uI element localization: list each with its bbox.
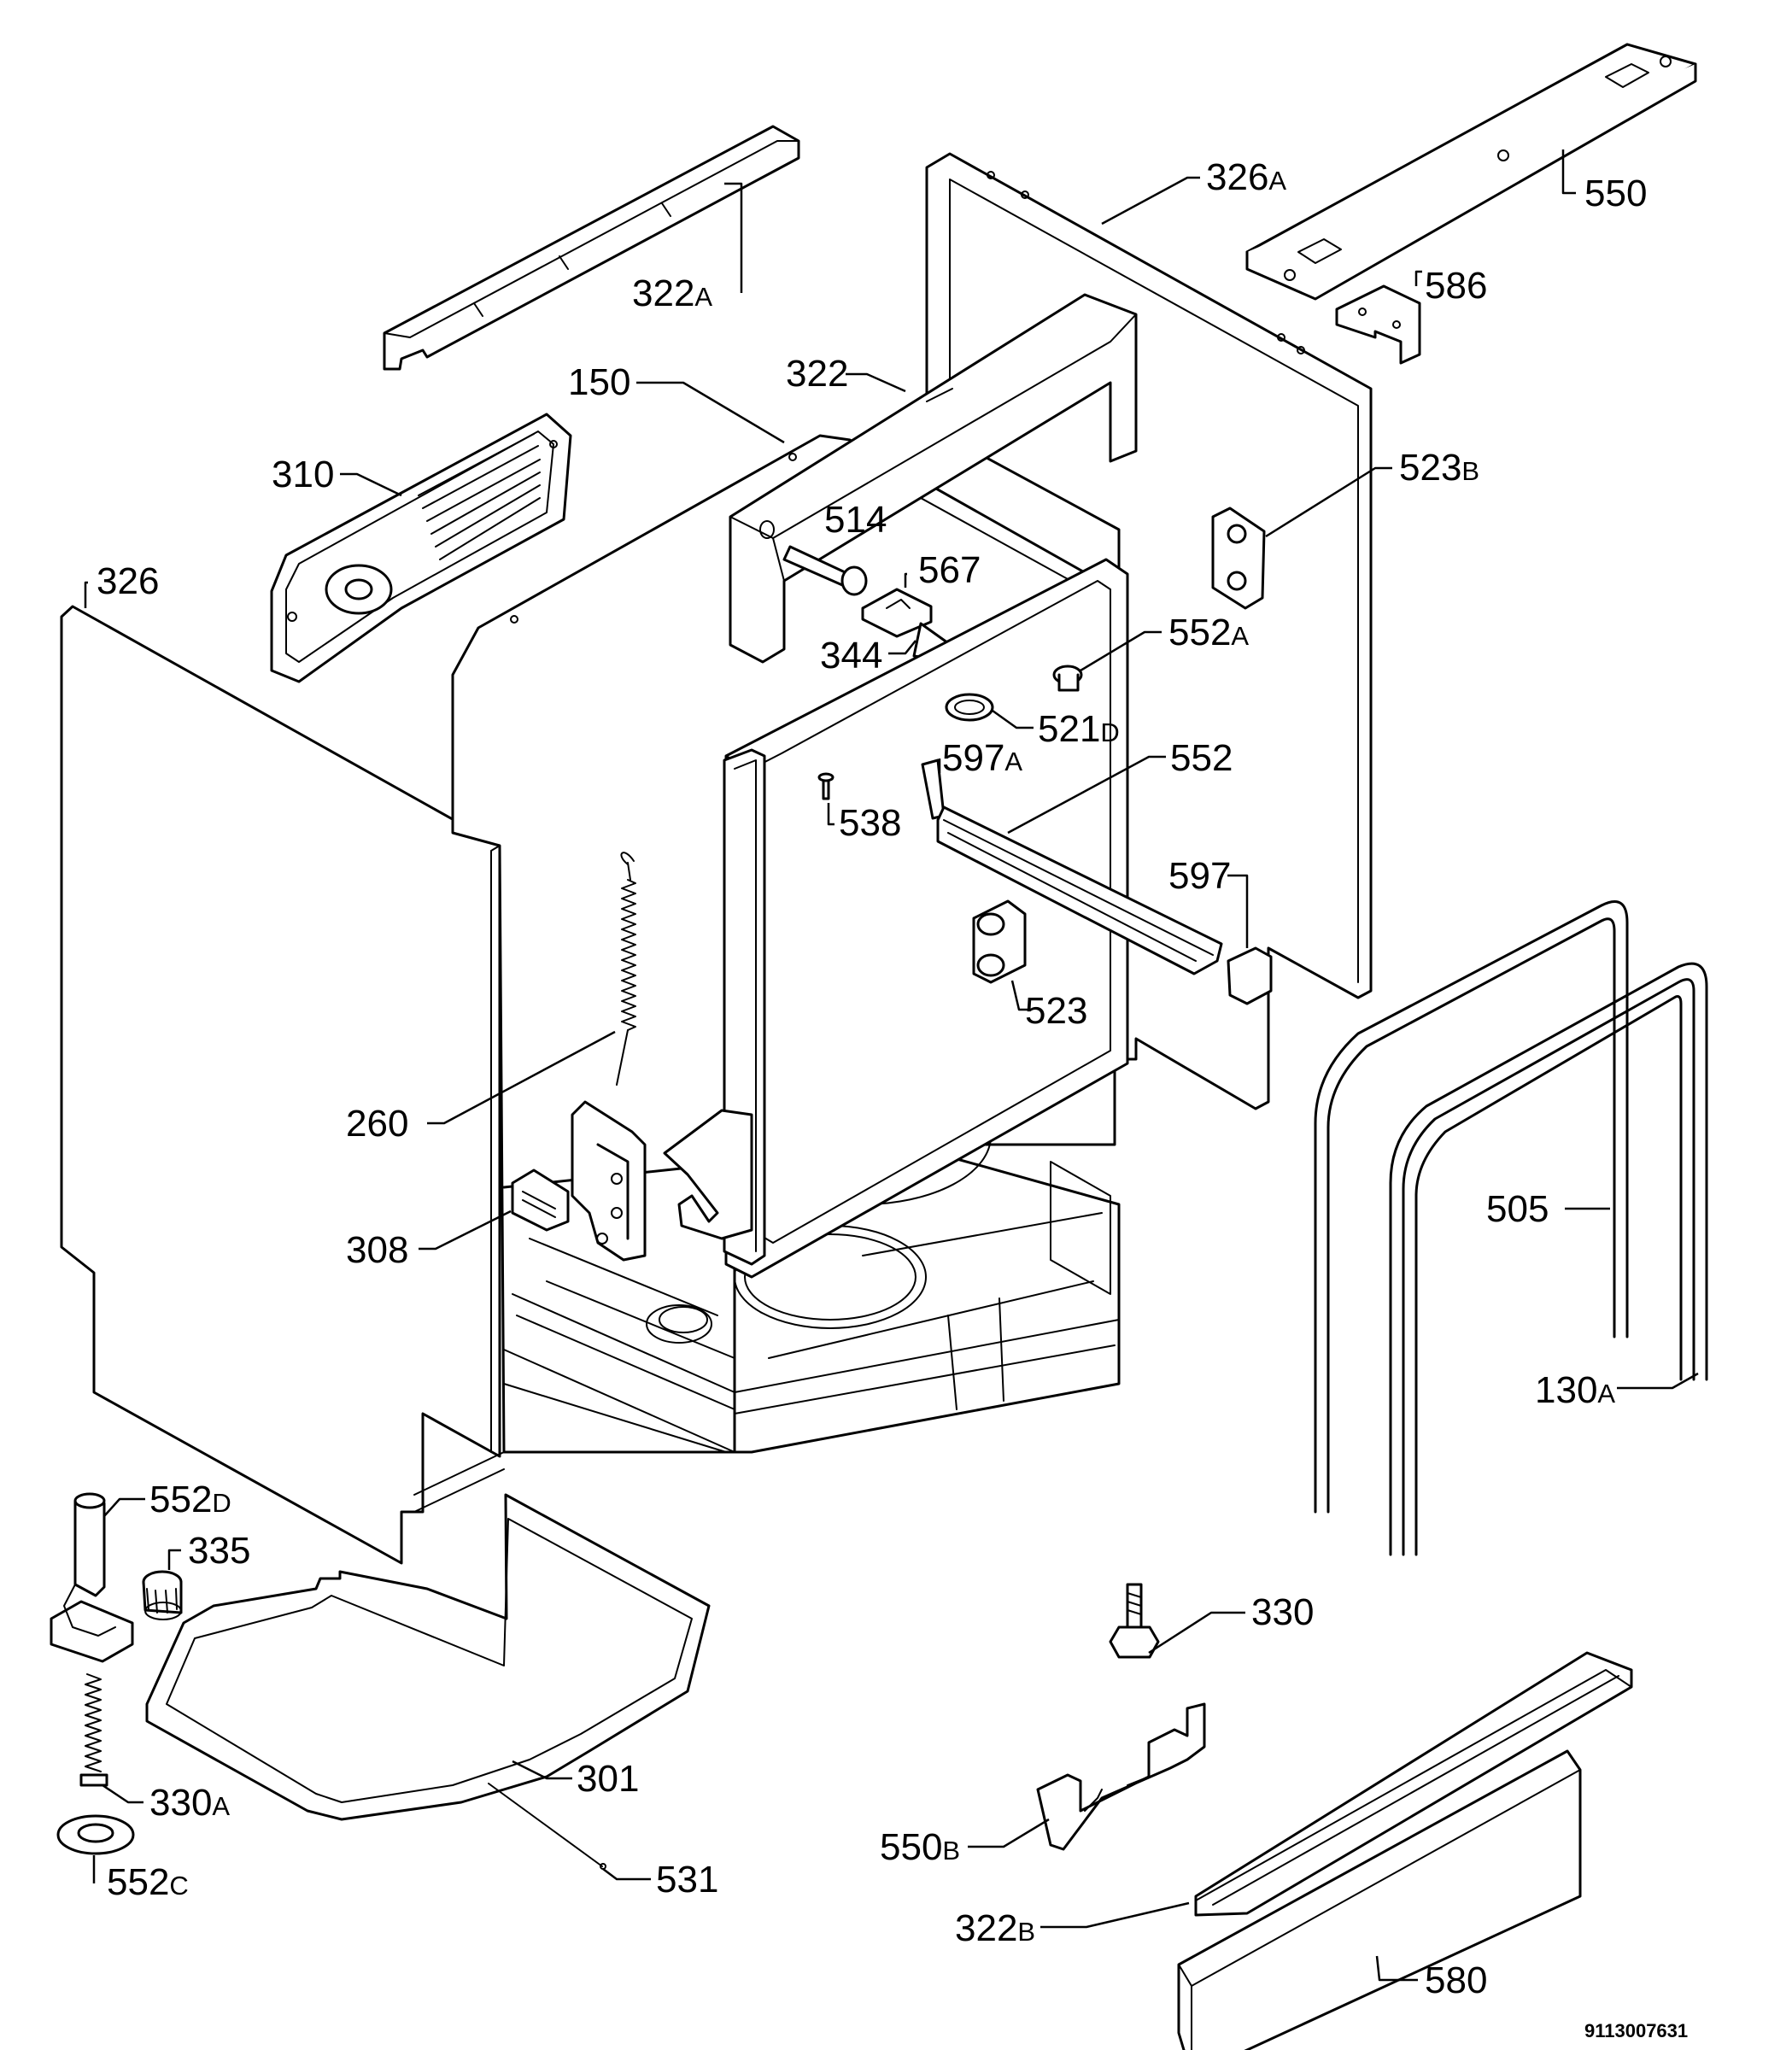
label-586: 586 — [1425, 265, 1487, 307]
label-335: 335 — [188, 1530, 250, 1572]
part-505-seal — [1314, 900, 1629, 1514]
part-567-clip — [861, 588, 933, 638]
part-586-bracket — [1335, 284, 1421, 365]
label-301: 301 — [577, 1758, 639, 1800]
label-531: 531 — [656, 1859, 718, 1901]
callout-labels: 322A 326A 550 586 150 322 310 523B 514 3… — [97, 156, 1688, 2041]
part-335-gear — [142, 1570, 183, 1620]
part-523-grommets — [972, 899, 1027, 984]
label-552: 552 — [1170, 737, 1233, 779]
part-326-side-panel — [60, 605, 501, 1565]
part-260-spring — [616, 852, 636, 1086]
label-552D: 552D — [149, 1479, 231, 1520]
label-308: 308 — [346, 1229, 408, 1271]
part-550-top-rail — [1245, 43, 1697, 301]
door-frame — [663, 558, 1129, 1279]
label-505: 505 — [1486, 1188, 1549, 1230]
part-538-screw — [817, 772, 835, 800]
part-514-pin — [782, 545, 868, 596]
label-150: 150 — [568, 361, 630, 403]
label-344: 344 — [820, 635, 882, 676]
label-310: 310 — [272, 454, 334, 495]
label-552C: 552C — [107, 1861, 189, 1903]
label-322B: 322B — [955, 1907, 1035, 1949]
label-580: 580 — [1425, 1959, 1487, 2001]
label-330A: 330A — [149, 1782, 230, 1824]
part-130A-seal — [1389, 962, 1708, 1556]
part-308-hinge — [511, 1100, 647, 1262]
label-597: 597 — [1168, 855, 1231, 897]
label-521D: 521D — [1038, 708, 1120, 750]
part-523B-latch — [1211, 507, 1266, 610]
part-310-grille — [270, 413, 572, 683]
label-538: 538 — [839, 802, 901, 844]
part-597-clip — [1227, 946, 1273, 1005]
label-550: 550 — [1584, 173, 1647, 214]
label-130A: 130A — [1535, 1369, 1615, 1411]
part-550B-bracket — [1036, 1702, 1206, 1851]
part-322-inner-frame — [729, 293, 1138, 664]
part-552A-cap — [1052, 665, 1083, 692]
part-322B-rail — [1194, 1651, 1633, 1917]
label-523B: 523B — [1399, 447, 1479, 489]
label-326A: 326A — [1206, 156, 1286, 198]
part-330-foot — [1109, 1583, 1160, 1659]
label-597A: 597A — [942, 737, 1022, 779]
leader-lines — [84, 149, 1699, 1982]
part-301-base-tray — [145, 1451, 711, 1821]
label-552A: 552A — [1168, 612, 1249, 653]
drawing-reference-number: 9113007631 — [1584, 2020, 1688, 2041]
label-322: 322 — [786, 353, 848, 395]
label-326: 326 — [97, 560, 159, 602]
part-552C-cup — [56, 1814, 135, 1855]
label-523: 523 — [1025, 990, 1087, 1032]
part-552D-foot — [50, 1492, 134, 1663]
label-260: 260 — [346, 1103, 408, 1145]
label-567: 567 — [918, 549, 981, 591]
part-552-rail — [936, 805, 1223, 975]
label-514: 514 — [824, 499, 887, 541]
part-580-kickplate — [1177, 1749, 1582, 2050]
part-322A-top-rail — [383, 125, 800, 371]
label-322A: 322A — [632, 272, 712, 314]
part-521D-seal — [945, 693, 994, 722]
label-330: 330 — [1251, 1591, 1314, 1633]
part-330A-screw — [79, 1673, 108, 1787]
label-550B: 550B — [880, 1826, 960, 1868]
